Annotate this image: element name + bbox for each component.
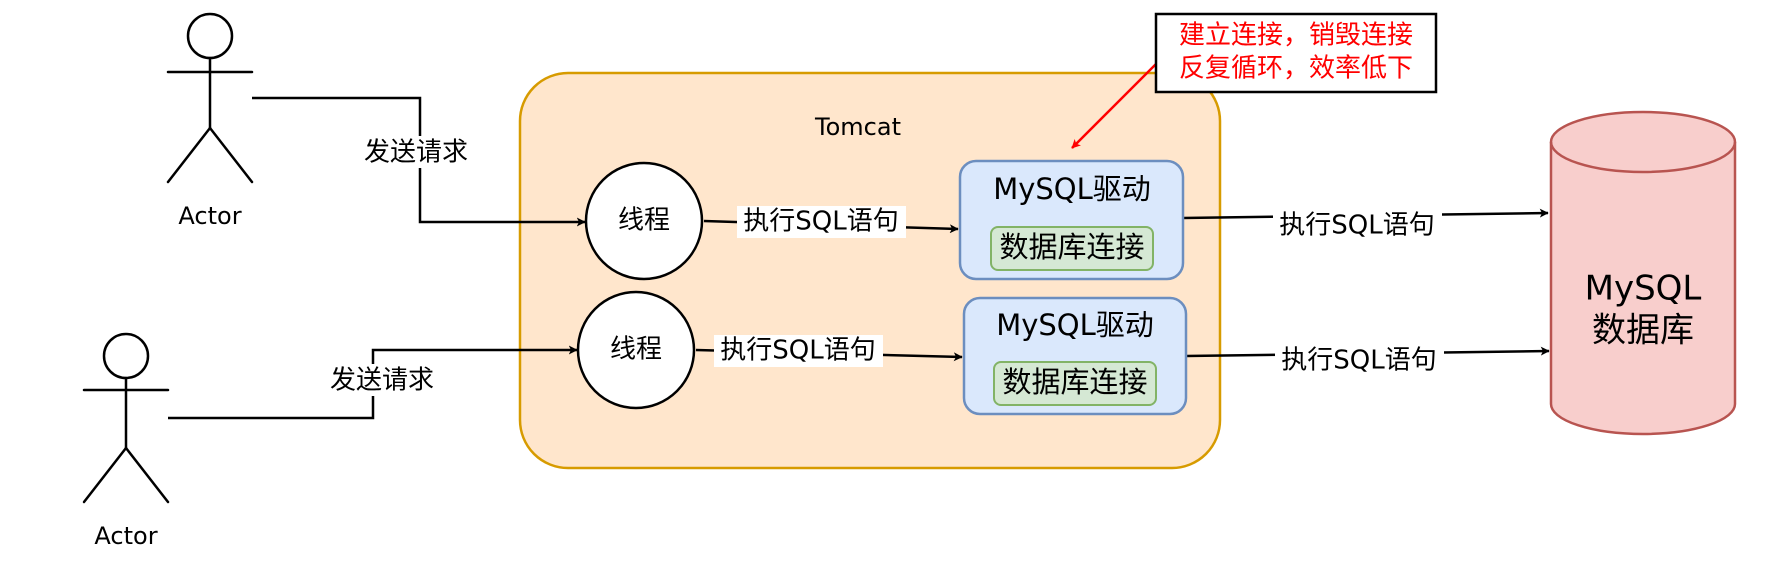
actor-label: Actor bbox=[94, 522, 157, 550]
actor-icon bbox=[82, 332, 170, 504]
mysql-driver-1[interactable]: MySQL驱动 数据库连接 bbox=[958, 159, 1185, 281]
driver-title: MySQL驱动 bbox=[993, 172, 1151, 206]
annotation-arrow bbox=[1071, 61, 1159, 149]
connection-label: 数据库连接 bbox=[1002, 365, 1147, 399]
tomcat-title: Tomcat bbox=[814, 113, 901, 141]
thread-label: 线程 bbox=[618, 206, 670, 236]
database-label-line1: MySQL bbox=[1585, 269, 1702, 309]
driver-title: MySQL驱动 bbox=[996, 308, 1154, 342]
thread-2[interactable]: 线程 bbox=[576, 290, 696, 410]
actor-icon bbox=[166, 12, 254, 184]
actor-label: Actor bbox=[178, 202, 241, 230]
thread-1[interactable]: 线程 bbox=[584, 161, 704, 281]
edge-label-exec-sql-db-1: 执行SQL语句 bbox=[1273, 210, 1442, 242]
edge-label-exec-sql-db-2: 执行SQL语句 bbox=[1275, 345, 1444, 377]
svg-text:执行SQL语句: 执行SQL语句 bbox=[1279, 211, 1434, 241]
svg-text:执行SQL语句: 执行SQL语句 bbox=[743, 207, 898, 237]
connection-box bbox=[993, 361, 1157, 406]
database-cylinder bbox=[1549, 110, 1737, 436]
thread-node bbox=[576, 290, 696, 410]
edge-label-send-request-2: 发送请求 bbox=[324, 364, 438, 396]
actor-2[interactable]: Actor bbox=[82, 332, 170, 550]
database-cylinder-rim bbox=[1549, 141, 1737, 174]
edge-label-exec-sql-thread-2: 执行SQL语句 bbox=[714, 335, 883, 367]
annotation-note[interactable]: 建立连接，销毁连接 反复循环，效率低下 bbox=[1154, 12, 1438, 94]
annotation-line2: 反复循环，效率低下 bbox=[1179, 54, 1413, 84]
svg-text:发送请求: 发送请求 bbox=[364, 138, 468, 168]
database-label-line2: 数据库 bbox=[1592, 311, 1694, 351]
svg-text:发送请求: 发送请求 bbox=[330, 366, 434, 396]
connection-label: 数据库连接 bbox=[999, 230, 1144, 264]
thread-node bbox=[584, 161, 704, 281]
annotation-line1: 建立连接，销毁连接 bbox=[1179, 21, 1413, 51]
edge-label-send-request-1: 发送请求 bbox=[358, 136, 472, 168]
mysql-database[interactable]: MySQL 数据库 bbox=[1549, 110, 1737, 436]
annotation-box bbox=[1154, 12, 1438, 94]
thread-label: 线程 bbox=[610, 335, 662, 365]
connection-box bbox=[990, 226, 1154, 271]
actor-1[interactable]: Actor bbox=[166, 12, 254, 230]
svg-text:执行SQL语句: 执行SQL语句 bbox=[720, 336, 875, 366]
mysql-driver-2[interactable]: MySQL驱动 数据库连接 bbox=[962, 296, 1188, 416]
edge-label-exec-sql-thread-1: 执行SQL语句 bbox=[737, 206, 906, 238]
svg-text:执行SQL语句: 执行SQL语句 bbox=[1281, 346, 1436, 376]
